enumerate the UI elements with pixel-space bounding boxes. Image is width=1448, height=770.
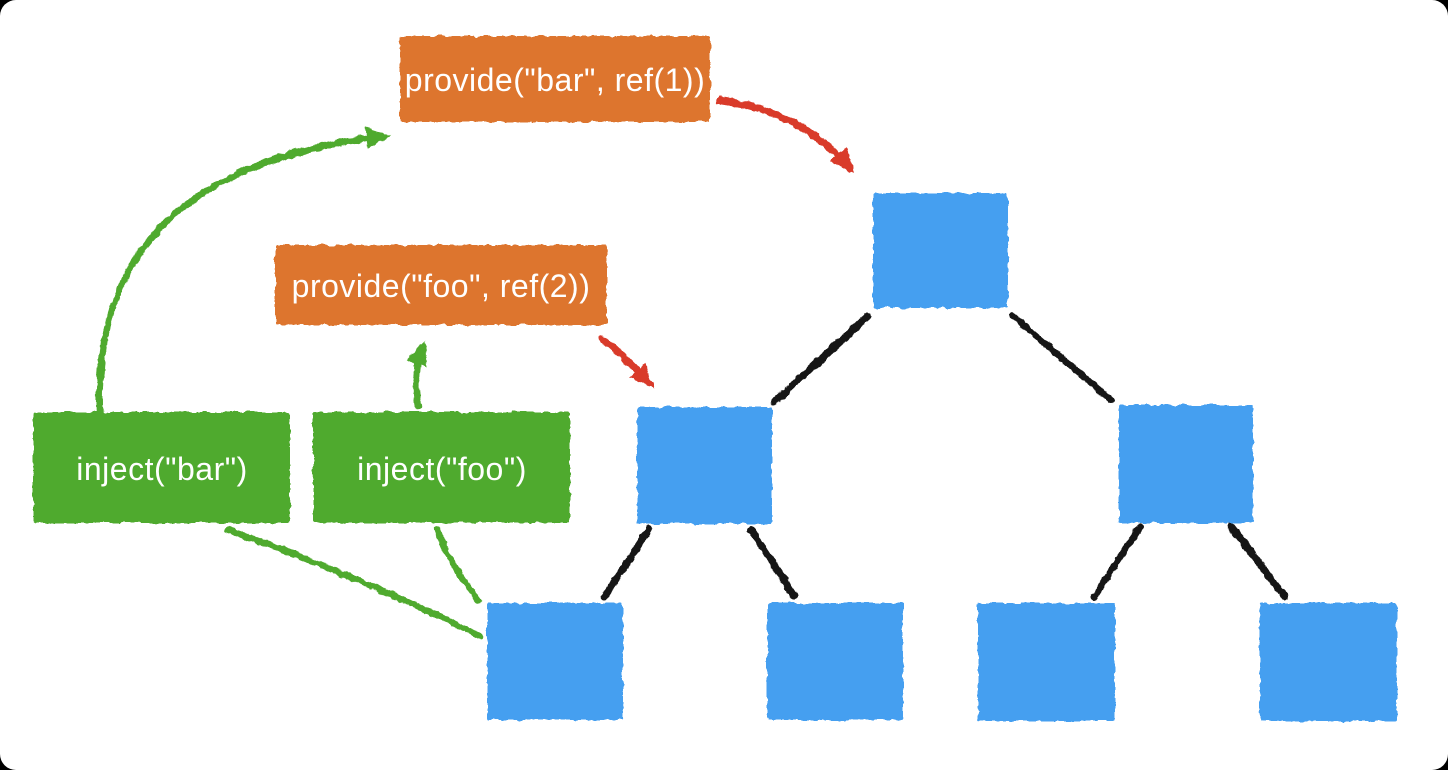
arrow-provide-foo-to-middle-left xyxy=(598,334,655,389)
component-node-leaf-4 xyxy=(1260,603,1397,721)
tree-edge-root-right xyxy=(1009,312,1115,404)
tree-edge-midleft-right xyxy=(747,525,798,600)
inject-foo-box xyxy=(313,412,570,523)
tree-edge-midright-right xyxy=(1227,522,1289,601)
tree-edge-midright-left xyxy=(1090,523,1144,601)
provide-foo-box xyxy=(275,245,607,325)
arrow-provide-bar-to-root xyxy=(716,96,855,173)
tree-edges xyxy=(601,312,1289,601)
provide-bar-label: provide("bar", ref(1)) xyxy=(405,62,705,98)
component-node-leaf-3 xyxy=(978,603,1115,721)
provide-bar-box xyxy=(400,36,710,122)
inject-foo-label: inject("foo") xyxy=(357,451,527,487)
arrow-inject-bar-to-provide-bar xyxy=(96,127,392,416)
connector-leaf-to-inject-foo xyxy=(433,525,482,604)
component-node-root xyxy=(873,193,1008,308)
component-nodes xyxy=(487,193,1397,721)
arrow-inject-foo-to-provide-foo xyxy=(406,340,427,410)
tree-edge-midleft-left xyxy=(601,525,653,600)
component-node-leaf-1 xyxy=(487,603,623,720)
provide-foo-label: provide("foo", ref(2)) xyxy=(292,268,591,304)
inject-bar-label: inject("bar") xyxy=(76,451,247,487)
component-node-middle-left xyxy=(637,407,772,524)
inject-source-connectors xyxy=(224,525,484,640)
inject-to-provide-arrows xyxy=(96,127,427,416)
inject-bar-box xyxy=(33,412,290,523)
labels: provide("bar", ref(1)) provide("foo", re… xyxy=(76,62,705,487)
component-node-leaf-2 xyxy=(767,603,903,720)
component-node-middle-right xyxy=(1119,405,1253,523)
tree-edge-root-left xyxy=(770,312,872,406)
connector-leaf-to-inject-bar xyxy=(224,526,484,640)
provide-to-component-arrows xyxy=(598,96,855,389)
